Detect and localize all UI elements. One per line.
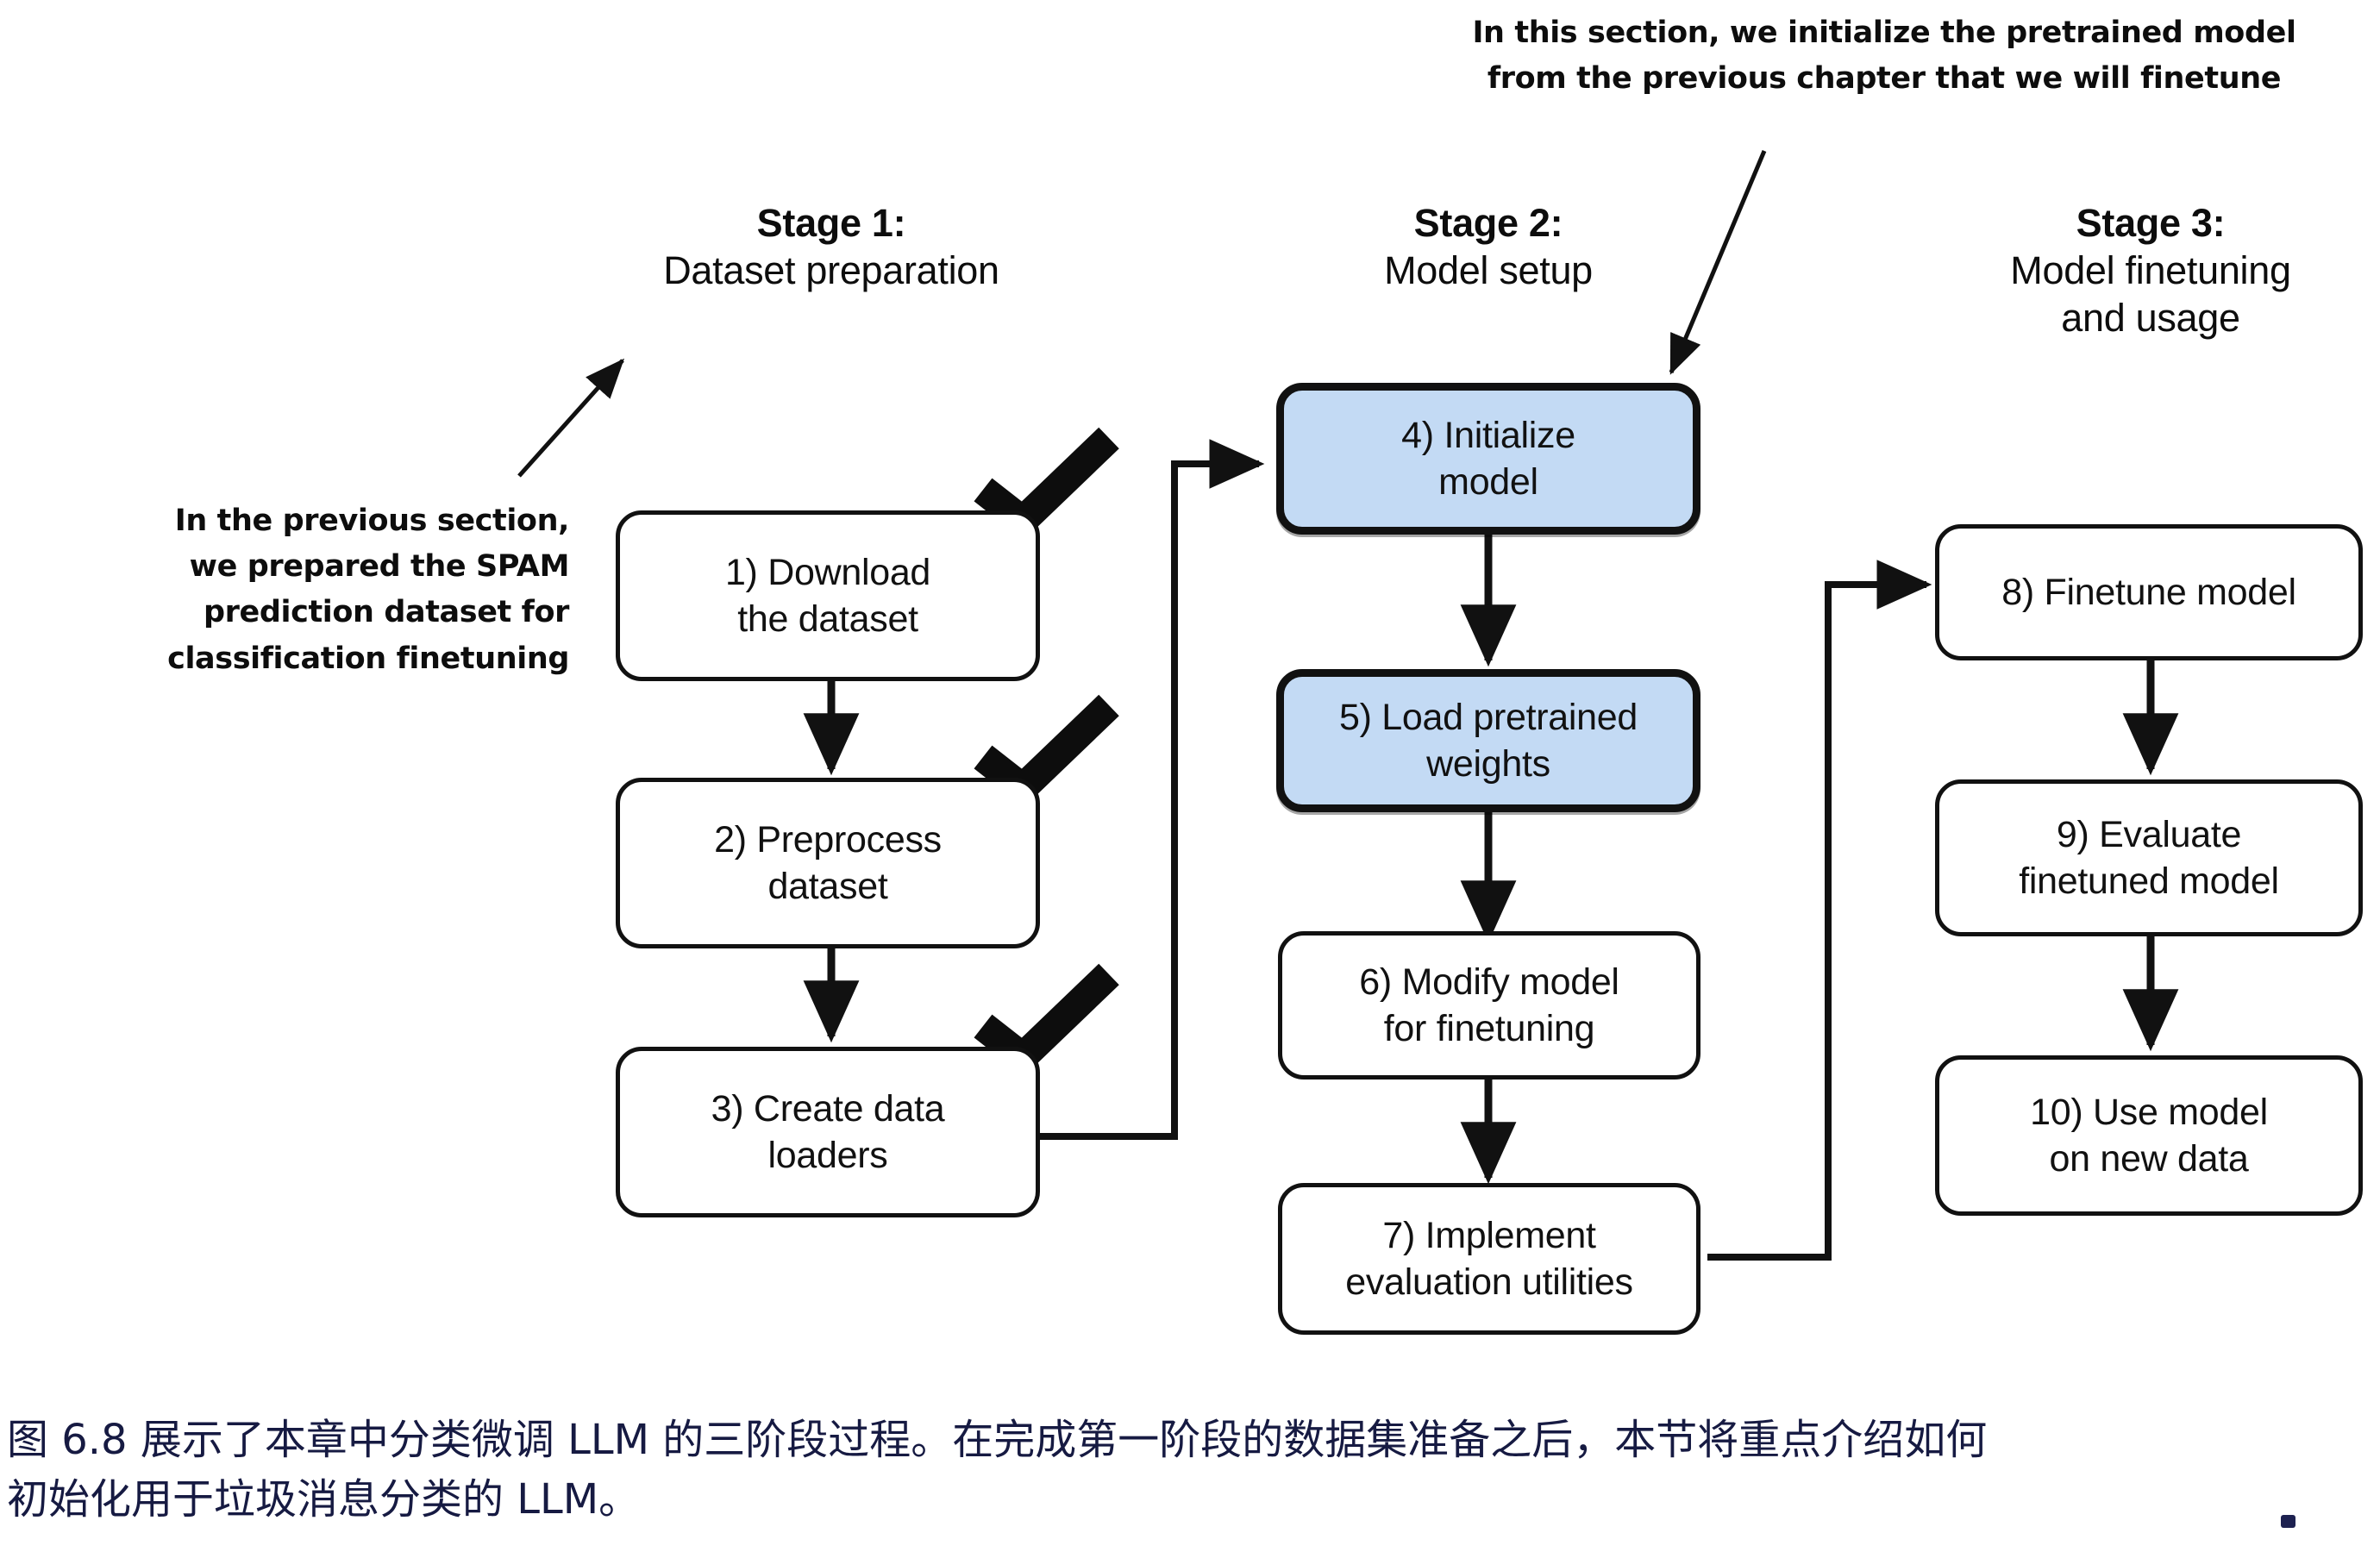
stage-3-title: Stage 3: (2076, 201, 2226, 245)
flow-node-9-line-1: 9) Evaluate (2056, 813, 2242, 855)
flow-node-3-create-data-loaders[interactable]: 3) Create data loaders (616, 1047, 1040, 1217)
arrow-node7-to-node8 (1707, 560, 1932, 1261)
flow-node-2-line-2: dataset (767, 866, 888, 907)
flow-node-4-initialize-model[interactable]: 4) Initialize model (1276, 383, 1700, 535)
arrow-previous-section-to-stage1 (517, 358, 625, 478)
stage-1-subtitle: Dataset preparation (663, 247, 999, 292)
flow-node-1-line-2: the dataset (737, 598, 918, 640)
flow-node-6-line-2: for finetuning (1383, 1008, 1595, 1049)
annotation-previous-section-line-2: we prepared the SPAM (189, 549, 570, 585)
flow-node-6-modify-model-for-finetuning[interactable]: 6) Modify model for finetuning (1278, 931, 1700, 1080)
flow-node-8-line-1: 8) Finetune model (2001, 571, 2296, 613)
flow-node-8-finetune-model[interactable]: 8) Finetune model (1935, 524, 2363, 660)
stage-3-subtitle-line-2: and usage (2061, 295, 2240, 340)
flow-node-4-line-2: model (1438, 461, 1538, 503)
flow-node-2-line-1: 2) Preprocess (714, 818, 942, 860)
annotation-previous-section-line-4: classification finetuning (167, 641, 569, 676)
flow-node-1-line-1: 1) Download (724, 551, 931, 593)
annotation-this-section-line-1: In this section, we initialize the pretr… (1472, 16, 2296, 50)
flow-node-7-line-1: 7) Implement (1382, 1214, 1596, 1256)
annotation-this-section-line-2: from the previous chapter that we will f… (1487, 61, 2282, 97)
flow-node-7-line-2: evaluation utilities (1345, 1261, 1633, 1303)
flow-node-3-line-2: loaders (767, 1135, 888, 1176)
checkmark-node-3 (974, 963, 1119, 1077)
flow-node-2-preprocess-dataset[interactable]: 2) Preprocess dataset (616, 778, 1040, 948)
flow-node-5-line-1: 5) Load pretrained (1338, 696, 1638, 738)
figure-caption-line-2: 初始化用于垃圾消息分类的 LLM。 (7, 1475, 641, 1524)
checkmark-node-2 (974, 694, 1119, 808)
annotation-previous-section-line-3: prediction dataset for (204, 595, 569, 630)
flow-node-1-download-dataset[interactable]: 1) Download the dataset (616, 510, 1040, 681)
stage-header-1: Stage 1: Dataset preparation (616, 200, 1047, 295)
annotation-this-section: In this section, we initialize the pretr… (1431, 10, 2337, 102)
flow-node-10-line-1: 10) Use model (2030, 1091, 2268, 1133)
stage-1-title: Stage 1: (756, 201, 906, 245)
flow-node-9-evaluate-finetuned-model[interactable]: 9) Evaluate finetuned model (1935, 779, 2363, 936)
stage-3-subtitle-line-1: Model finetuning (2010, 247, 2291, 292)
flow-node-5-load-pretrained-weights[interactable]: 5) Load pretrained weights (1276, 669, 1700, 812)
stage-header-3: Stage 3: Model finetuning and usage (1935, 200, 2366, 342)
flow-node-9-line-2: finetuned model (2019, 860, 2279, 902)
flow-node-10-line-2: on new data (2049, 1138, 2249, 1180)
flow-node-6-line-1: 6) Modify model (1359, 961, 1619, 1003)
flow-node-7-implement-evaluation-utilities[interactable]: 7) Implement evaluation utilities (1278, 1183, 1700, 1335)
figure-caption: 图 6.8 展示了本章中分类微调 LLM 的三阶段过程。在完成第一阶段的数据集准… (7, 1411, 2373, 1530)
stage-2-title: Stage 2: (1413, 201, 1563, 245)
flow-node-4-line-1: 4) Initialize (1401, 414, 1575, 456)
flow-node-3-line-1: 3) Create data (711, 1087, 945, 1130)
stage-header-2: Stage 2: Model setup (1273, 200, 1704, 295)
text-cursor-marker (2281, 1515, 2295, 1528)
flow-node-10-use-model-on-new-data[interactable]: 10) Use model on new data (1935, 1055, 2363, 1216)
annotation-previous-section: In the previous section, we prepared the… (129, 498, 569, 682)
stage-2-subtitle: Model setup (1384, 247, 1593, 292)
flow-node-5-line-2: weights (1426, 743, 1550, 785)
checkmark-node-1 (974, 427, 1119, 541)
figure-caption-line-1: 图 6.8 展示了本章中分类微调 LLM 的三阶段过程。在完成第一阶段的数据集准… (7, 1416, 1988, 1464)
annotation-previous-section-line-1: In the previous section, (174, 504, 570, 538)
arrow-node3-to-node4 (1038, 439, 1265, 1140)
